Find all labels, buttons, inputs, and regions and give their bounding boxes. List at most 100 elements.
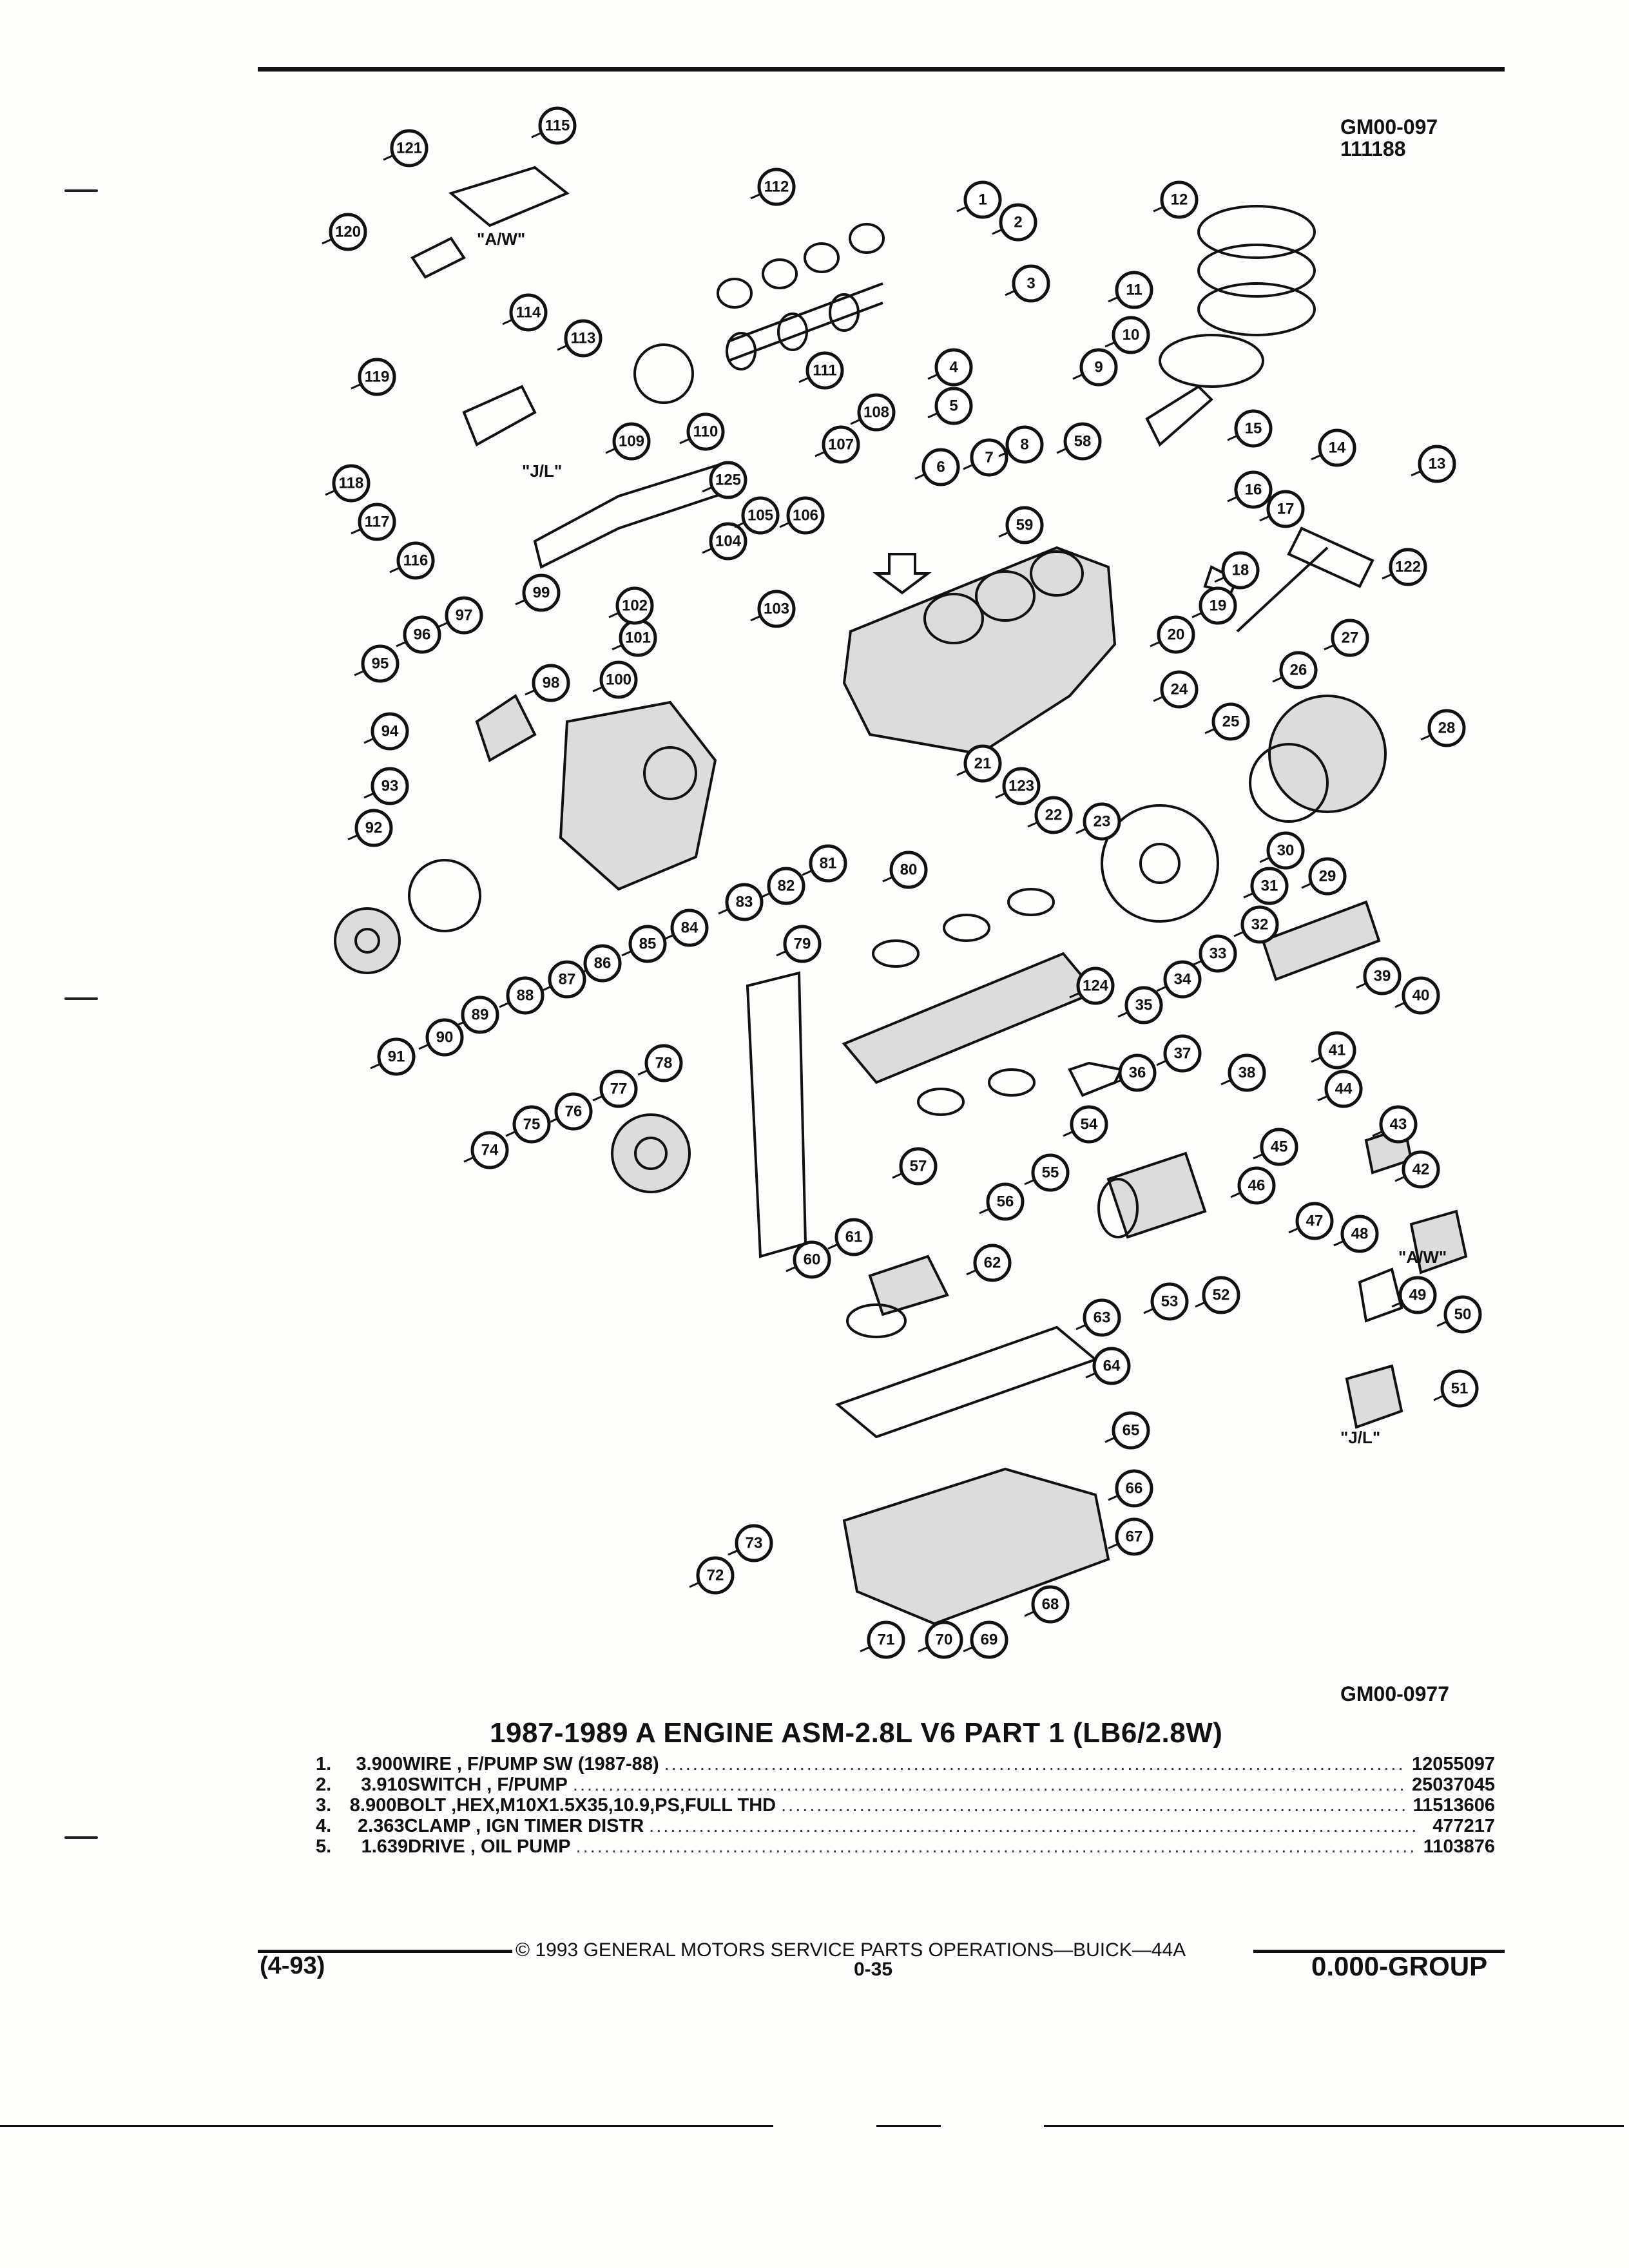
callout-label: 76 <box>565 1103 583 1120</box>
callout-label: 114 <box>516 304 541 322</box>
callout-label: 94 <box>381 723 399 740</box>
callout-label: 77 <box>610 1081 628 1098</box>
callout-label: 82 <box>778 878 795 895</box>
callout-9: 9 <box>1072 348 1118 387</box>
callout-label: 62 <box>984 1254 1001 1272</box>
callout-5: 5 <box>927 387 973 425</box>
callout-label: 55 <box>1042 1164 1059 1182</box>
callout-63: 63 <box>1075 1298 1121 1337</box>
callout-72: 72 <box>689 1556 735 1595</box>
callout-1: 1 <box>956 180 1002 219</box>
page-number: 0-35 <box>854 1959 893 1980</box>
callout-label: 24 <box>1171 681 1188 698</box>
callout-label: 21 <box>974 755 992 773</box>
callout-36: 36 <box>1111 1053 1157 1092</box>
callout-label: 81 <box>820 855 837 872</box>
callout-label: 40 <box>1412 987 1430 1004</box>
callout-label: 93 <box>381 778 399 795</box>
footer-date: (4-93) <box>260 1952 325 1979</box>
dot-leader: ........................................… <box>572 1774 1407 1795</box>
part-description: SWITCH , F/PUMP <box>407 1774 568 1795</box>
callout-97: 97 <box>438 596 483 635</box>
callout-47: 47 <box>1288 1202 1334 1240</box>
callout-27: 27 <box>1324 619 1369 657</box>
callout-11: 11 <box>1108 271 1153 309</box>
callout-label: 72 <box>707 1567 724 1584</box>
callout-label: 87 <box>559 971 576 988</box>
callout-label: 3 <box>1027 275 1035 293</box>
callout-label: 19 <box>1210 597 1227 615</box>
callout-label: 14 <box>1329 439 1346 457</box>
callout-92: 92 <box>347 809 393 847</box>
callout-label: 122 <box>1395 559 1421 576</box>
callout-46: 46 <box>1230 1166 1276 1205</box>
part-drawings <box>334 166 1468 1626</box>
callout-35: 35 <box>1117 986 1163 1024</box>
callout-label: 92 <box>365 820 383 837</box>
callout-60: 60 <box>786 1240 831 1279</box>
callout-87: 87 <box>541 960 586 999</box>
callout-3: 3 <box>1005 264 1050 303</box>
callout-label: 39 <box>1374 968 1391 985</box>
callout-label: 101 <box>625 629 651 647</box>
callout-label: 115 <box>545 117 570 135</box>
variant-label-jl-right: "J/L" <box>1340 1428 1380 1447</box>
callout-label: 71 <box>878 1631 895 1649</box>
callout-6: 6 <box>914 448 960 486</box>
callout-label: 110 <box>693 423 718 441</box>
callout-67: 67 <box>1108 1517 1153 1556</box>
callout-label: 95 <box>372 655 389 673</box>
callout-34: 34 <box>1156 960 1202 999</box>
callout-85: 85 <box>621 925 667 963</box>
part-index: 2. <box>316 1774 332 1795</box>
callout-label: 56 <box>997 1193 1014 1211</box>
callout-label: 64 <box>1103 1358 1121 1375</box>
figure-code: GM00-0977 <box>1340 1682 1449 1706</box>
callout-120: 120 <box>322 213 367 251</box>
part-qty: 3.910 <box>361 1774 408 1795</box>
callout-label: 31 <box>1261 878 1278 895</box>
callout-91: 91 <box>370 1037 416 1076</box>
top-rule <box>258 67 1505 72</box>
callout-label: 98 <box>543 675 560 692</box>
callout-18: 18 <box>1214 551 1260 590</box>
callout-101: 101 <box>612 619 657 657</box>
callout-label: 106 <box>793 507 818 524</box>
callout-22: 22 <box>1027 796 1073 834</box>
callout-label: 37 <box>1174 1045 1191 1062</box>
callout-label: 10 <box>1123 327 1140 344</box>
callout-label: 1 <box>978 191 987 209</box>
callout-label: 28 <box>1438 720 1456 737</box>
callout-label: 45 <box>1271 1139 1288 1156</box>
callout-label: 17 <box>1277 501 1295 518</box>
callout-80: 80 <box>882 850 928 889</box>
callout-label: 12 <box>1171 191 1188 209</box>
dot-leader: ........................................… <box>649 1816 1420 1836</box>
callout-label: 23 <box>1094 813 1111 831</box>
callout-label: 4 <box>949 359 958 376</box>
callout-label: 66 <box>1126 1480 1143 1497</box>
callout-label: 83 <box>736 894 753 911</box>
callout-label: 2 <box>1014 214 1022 231</box>
callout-25: 25 <box>1204 702 1250 741</box>
callout-123: 123 <box>995 767 1041 805</box>
callout-label: 43 <box>1390 1116 1407 1133</box>
callout-112: 112 <box>750 168 796 206</box>
callout-label: 7 <box>985 449 993 466</box>
callout-78: 78 <box>637 1044 683 1082</box>
callout-label: 47 <box>1306 1213 1324 1230</box>
callout-39: 39 <box>1356 957 1402 995</box>
part-index: 5. <box>316 1836 332 1857</box>
callout-label: 118 <box>339 475 364 492</box>
callout-8: 8 <box>998 425 1044 464</box>
callout-40: 40 <box>1394 976 1440 1015</box>
callout-125: 125 <box>702 461 747 499</box>
callout-label: 25 <box>1222 713 1240 731</box>
callout-label: 13 <box>1429 456 1446 473</box>
part-description: CLAMP , IGN TIMER DISTR <box>404 1816 644 1836</box>
callout-114: 114 <box>502 293 548 332</box>
callout-32: 32 <box>1233 905 1279 944</box>
callout-label: 38 <box>1239 1064 1256 1082</box>
variant-label-aw-right: "A/W" <box>1398 1247 1447 1267</box>
callout-56: 56 <box>979 1182 1025 1221</box>
